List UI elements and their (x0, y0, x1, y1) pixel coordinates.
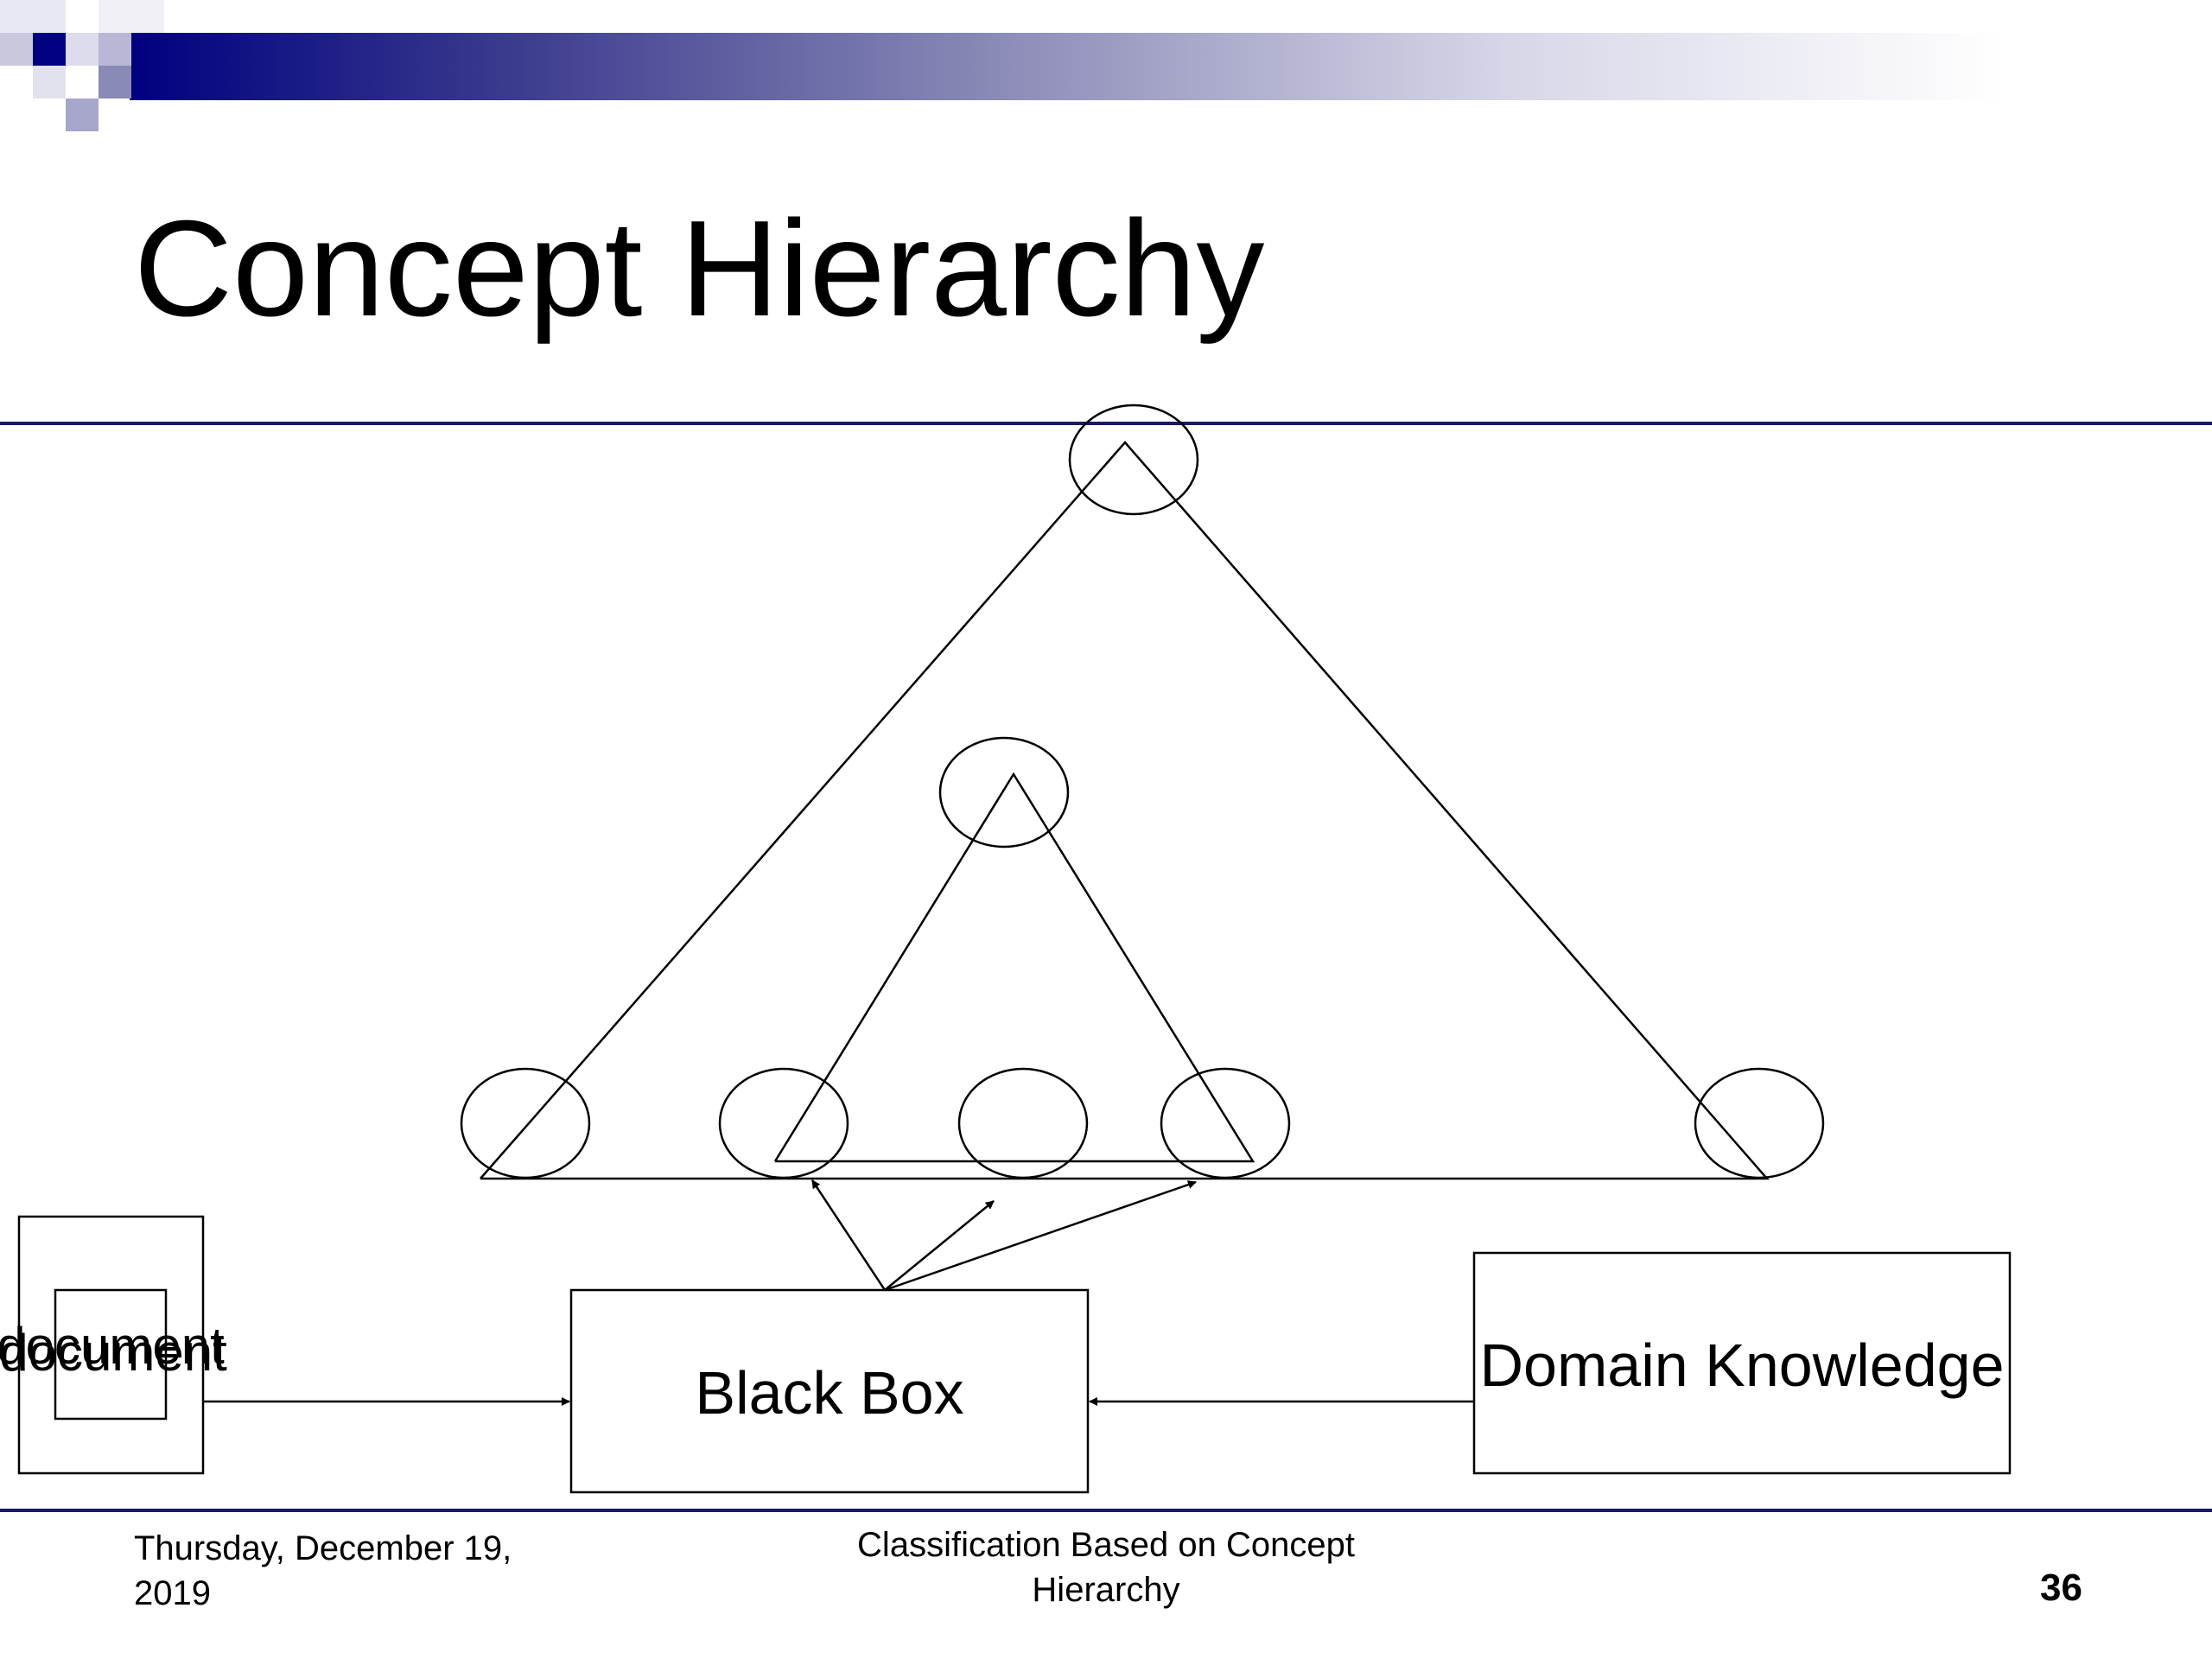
footer-divider (0, 1509, 2212, 1512)
page-number: 36 (2040, 1567, 2082, 1609)
leaf-node (1694, 1067, 1825, 1179)
root-node (1068, 404, 1199, 516)
page-title: Concept Hierarchy (134, 193, 1265, 345)
leaf-node (957, 1067, 1089, 1179)
black-box-label: Black Box (695, 1359, 963, 1427)
banner-square (33, 33, 66, 66)
banner-square (99, 66, 131, 99)
blackbox-to-node-arrow (884, 1200, 995, 1291)
banner-square (0, 33, 33, 66)
blackbox-to-node-arrow (884, 1180, 1197, 1292)
header-banner (0, 0, 2212, 138)
outer-hierarchy-triangle (480, 441, 1770, 1180)
footer-date: Thursday, December 19, 2019 (134, 1529, 512, 1612)
inner-root-node (938, 736, 1070, 849)
banner-square (0, 0, 66, 33)
banner-square (99, 0, 164, 33)
document-label: document (0, 1317, 225, 1375)
banner-square (33, 66, 66, 99)
banner-square (99, 33, 131, 66)
domain-knowledge-box (1472, 1251, 2012, 1475)
blackbox-to-node-arrow (810, 1179, 887, 1291)
banner-square (66, 99, 99, 131)
black-box (569, 1288, 1090, 1494)
gradient-bar (130, 33, 2212, 100)
domain-knowledge-label: Domain Knowledge (1479, 1332, 2004, 1399)
inner-hierarchy-triangle (773, 772, 1255, 1163)
leaf-node (1160, 1067, 1291, 1179)
document-label-shadow: document (0, 1324, 227, 1382)
leaf-node (460, 1067, 591, 1179)
footer-title: Classification Based on Concept Hierarch… (857, 1526, 1355, 1609)
title-divider (0, 422, 2212, 425)
document-outer-box (17, 1215, 205, 1475)
banner-square (66, 33, 99, 66)
document-inner-box (54, 1288, 168, 1421)
leaf-node (718, 1067, 849, 1179)
